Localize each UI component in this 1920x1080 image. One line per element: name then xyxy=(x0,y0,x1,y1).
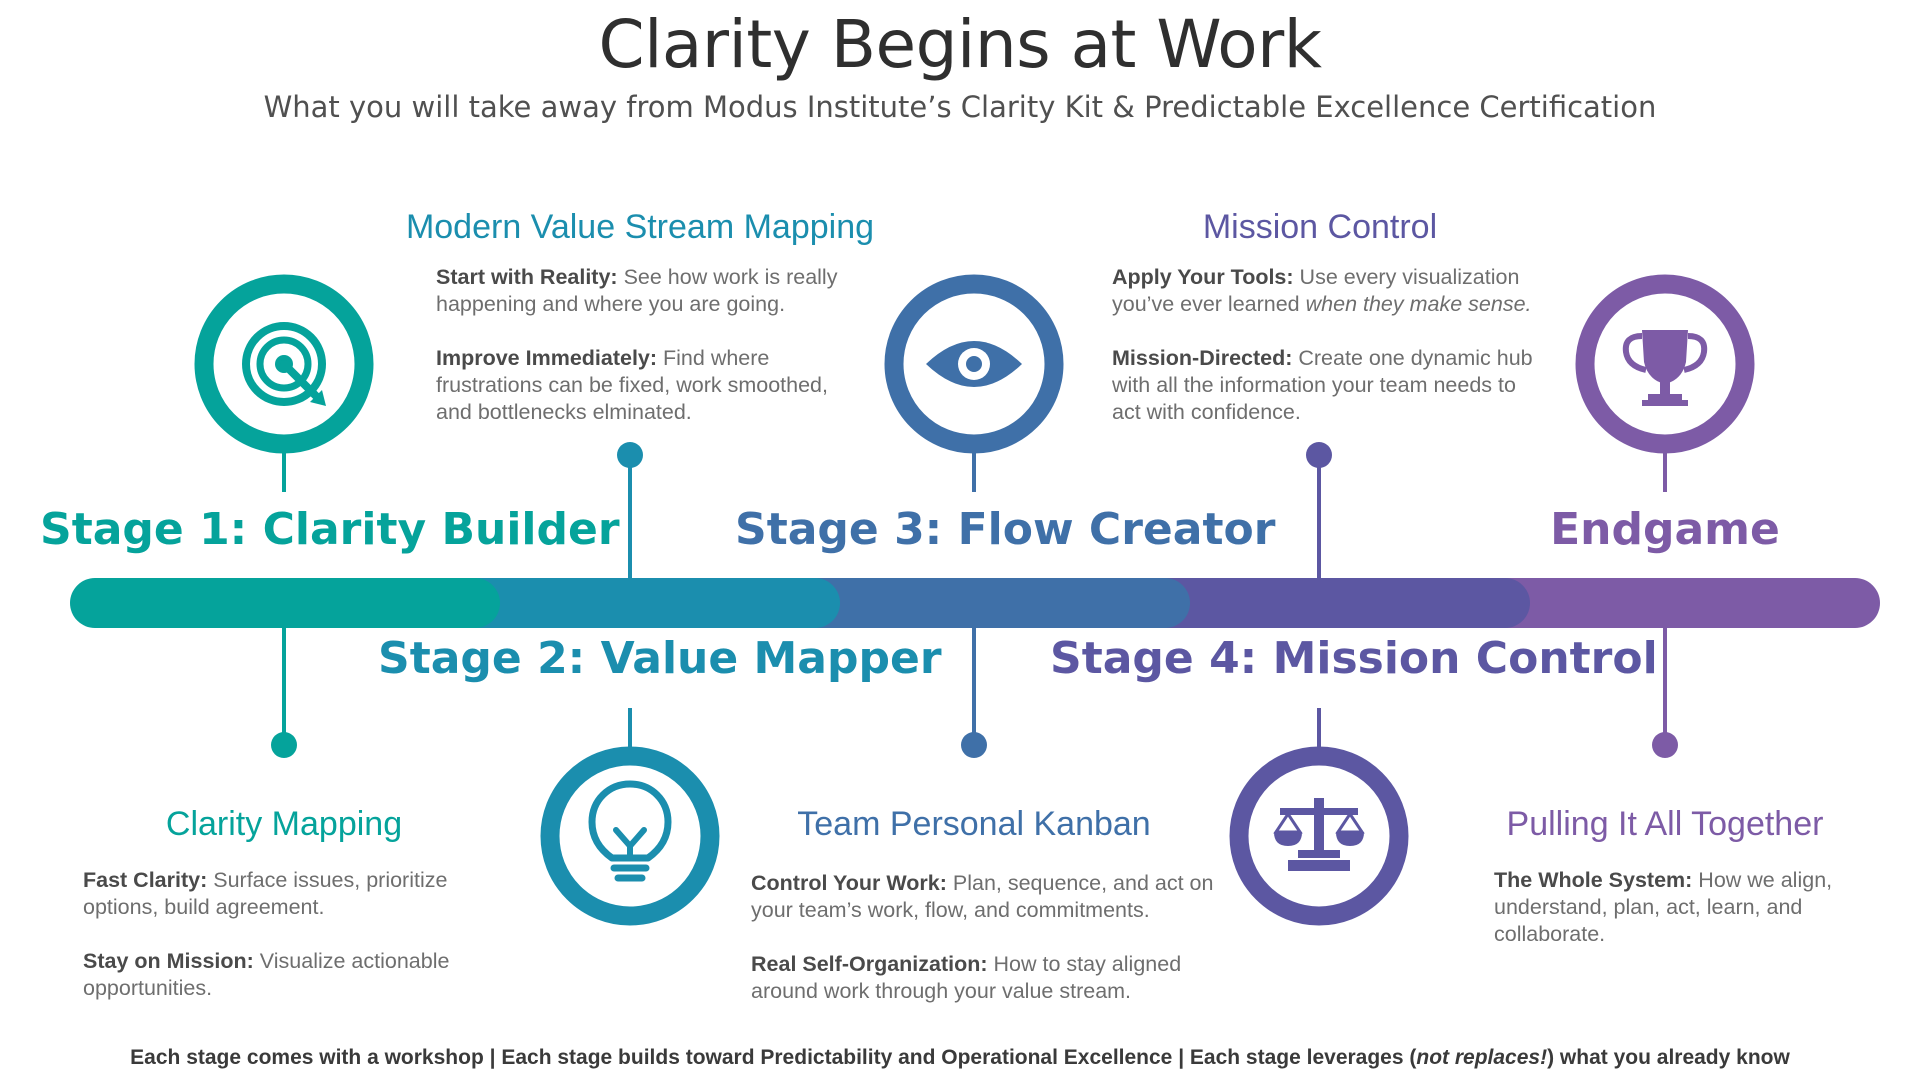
desc-cm-p1-text: Surface issues, prioritize options, buil… xyxy=(83,868,448,919)
trophy-icon xyxy=(1575,274,1755,454)
footer-part1: Each stage comes with a workshop | Each … xyxy=(130,1046,1417,1069)
stage-label-4: Stage 4: Mission Control xyxy=(1050,633,1658,684)
section-title-mission: Mission Control xyxy=(1202,208,1438,246)
desc-cm-p2-text: Visualize actionable opportunities. xyxy=(83,949,450,1000)
section-desc-mission: Apply Your Tools: Use every visualizatio… xyxy=(1112,264,1542,453)
page-subtitle: What you will take away from Modus Insti… xyxy=(263,90,1657,124)
connectors xyxy=(271,442,1678,758)
timeline-segment-endgame xyxy=(1480,578,1880,628)
desc-mission-p2-text: Create one dynamic hub with all the info… xyxy=(1112,346,1533,424)
desc-vsm-p1-bold: Start with Reality: xyxy=(436,265,618,289)
stage-label-1: Stage 1: Clarity Builder xyxy=(40,504,620,555)
desc-kanban-p2-text: How to stay aligned around work through … xyxy=(751,952,1182,1003)
footer-note: Each stage comes with a workshop | Each … xyxy=(0,1046,1920,1070)
timeline-segment-stage2 xyxy=(430,578,840,628)
stage-label-3: Stage 3: Flow Creator xyxy=(735,504,1276,555)
timeline-segment-stage4 xyxy=(1130,578,1530,628)
desc-vsm-p1-text: See how work is really happening and whe… xyxy=(436,265,838,316)
footer-italic: not replaces! xyxy=(1416,1046,1548,1069)
lightbulb-icon xyxy=(540,746,720,926)
timeline-bar xyxy=(70,578,1880,628)
desc-cm-p1-bold: Fast Clarity: xyxy=(83,868,208,892)
section-desc-clarity-mapping: Fast Clarity: Surface issues, prioritize… xyxy=(83,867,473,1029)
desc-kanban-p1-bold: Control Your Work: xyxy=(751,871,947,895)
desc-kanban-p1-text: Plan, sequence, and act on your team’s w… xyxy=(751,871,1214,922)
desc-mission-p1-text: Use every visualization you’ve ever lear… xyxy=(1112,265,1520,316)
connector-dot-endgame xyxy=(1652,732,1678,758)
timeline-segment-stage1 xyxy=(70,578,500,628)
page-title: Clarity Begins at Work xyxy=(598,6,1323,83)
connector-dot-stage4 xyxy=(1306,442,1332,468)
desc-together-p1-bold: The Whole System: xyxy=(1494,868,1693,892)
section-title-kanban: Team Personal Kanban xyxy=(797,805,1151,843)
connector-dot-stage3 xyxy=(961,732,987,758)
desc-cm-p2-bold: Stay on Mission: xyxy=(83,949,254,973)
scales-icon xyxy=(1229,746,1409,926)
section-title-together: Pulling It All Together xyxy=(1506,805,1824,843)
desc-vsm-p2-bold: Improve Immediately: xyxy=(436,346,658,370)
desc-vsm-p2-text: Find where frustrations can be fixed, wo… xyxy=(436,346,828,424)
timeline-segment-stage3 xyxy=(780,578,1190,628)
section-desc-kanban: Control Your Work: Plan, sequence, and a… xyxy=(751,870,1221,1032)
section-title-clarity-mapping: Clarity Mapping xyxy=(165,805,403,843)
section-title-vsm: Modern Value Stream Mapping xyxy=(405,208,875,246)
section-desc-vsm: Start with Reality: See how work is real… xyxy=(436,264,856,453)
connector-dot-stage1 xyxy=(271,732,297,758)
desc-mission-p2-bold: Mission-Directed: xyxy=(1112,346,1293,370)
desc-mission-p1-bold: Apply Your Tools: xyxy=(1112,265,1294,289)
desc-mission-p1-italic: when they make sense. xyxy=(1305,292,1532,316)
eye-icon xyxy=(884,274,1064,454)
stage-label-2: Stage 2: Value Mapper xyxy=(378,633,942,684)
desc-kanban-p2-bold: Real Self-Organization: xyxy=(751,952,988,976)
connector-dot-stage2 xyxy=(617,442,643,468)
target-icon xyxy=(194,274,374,454)
footer-part2: ) what you already know xyxy=(1547,1046,1790,1069)
stage-label-endgame: Endgame xyxy=(1550,504,1780,555)
section-desc-together: The Whole System: How we align, understa… xyxy=(1494,867,1854,975)
desc-together-p1-text: How we align, understand, plan, act, lea… xyxy=(1494,868,1833,946)
